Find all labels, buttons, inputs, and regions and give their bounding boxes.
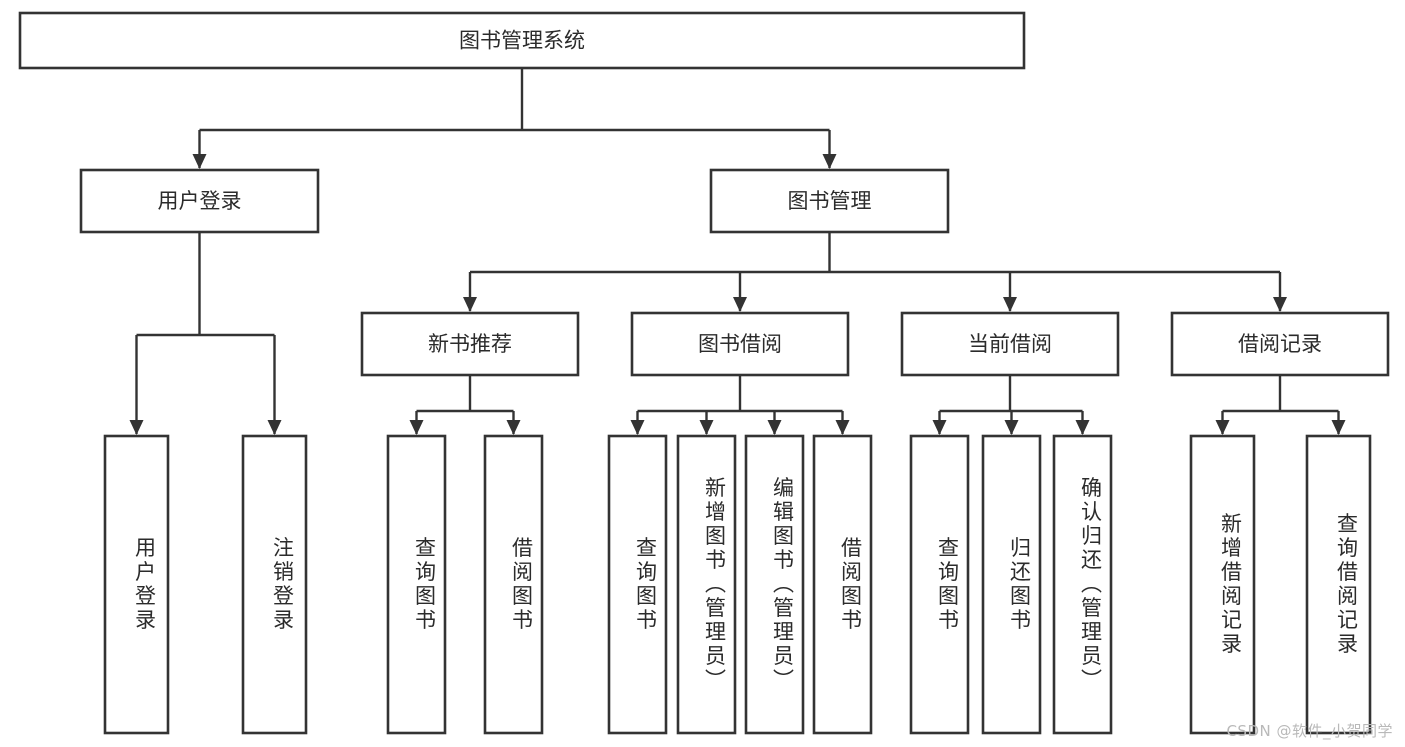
node-box[interactable]: [1189, 434, 1256, 735]
node-leaf-borrow-book-2[interactable]: 借阅图书: [812, 434, 873, 735]
node-leaf-user-login[interactable]: 用户登录: [103, 434, 170, 735]
node-label: 用户登录: [158, 189, 242, 213]
node-leaf-edit-book[interactable]: 编辑图书（管理员）: [744, 434, 805, 735]
node-label: 查询图书: [634, 537, 658, 633]
node-borrow-record[interactable]: 借阅记录: [1170, 311, 1390, 377]
node-leaf-add-record[interactable]: 新增借阅记录: [1189, 434, 1256, 735]
node-leaf-borrow-book-1[interactable]: 借阅图书: [483, 434, 544, 735]
node-box[interactable]: [909, 434, 970, 735]
node-label: 新增图书（管理员）: [703, 477, 727, 693]
arrow-head: [506, 420, 521, 435]
node-book-borrow[interactable]: 图书借阅: [630, 311, 850, 377]
node-layer: 图书管理系统用户登录图书管理新书推荐图书借阅当前借阅借阅记录用户登录注销登录查询…: [18, 11, 1390, 735]
node-book-manage[interactable]: 图书管理: [709, 168, 950, 234]
node-label: 新增借阅记录: [1219, 513, 1243, 657]
node-user-login[interactable]: 用户登录: [79, 168, 320, 234]
node-leaf-confirm-return[interactable]: 确认归还（管理员）: [1052, 434, 1113, 735]
node-box[interactable]: [744, 434, 805, 735]
arrow-head: [835, 420, 850, 435]
node-box[interactable]: [1170, 311, 1390, 377]
node-label: 借阅记录: [1238, 332, 1322, 356]
arrow-head: [409, 420, 424, 435]
arrow-head: [463, 297, 477, 312]
arrow-head: [267, 420, 282, 435]
node-leaf-add-book[interactable]: 新增图书（管理员）: [676, 434, 737, 735]
node-label: 图书管理系统: [459, 29, 585, 53]
node-box[interactable]: [1305, 434, 1372, 735]
arrow-head: [1003, 297, 1017, 312]
node-label: 当前借阅: [968, 332, 1052, 356]
node-box[interactable]: [241, 434, 308, 735]
node-current-borrow[interactable]: 当前借阅: [900, 311, 1120, 377]
node-label: 借阅图书: [510, 537, 534, 633]
node-new-book-rec[interactable]: 新书推荐: [360, 311, 580, 377]
arrow-head: [822, 154, 837, 169]
arrow-head: [1215, 420, 1230, 435]
node-leaf-query-book-1[interactable]: 查询图书: [386, 434, 447, 735]
node-box[interactable]: [103, 434, 170, 735]
node-label: 查询图书: [413, 537, 437, 633]
node-box[interactable]: [1052, 434, 1113, 735]
node-leaf-logout[interactable]: 注销登录: [241, 434, 308, 735]
node-undefined[interactable]: 图书管理系统: [18, 11, 1026, 70]
arrow-head: [1004, 420, 1019, 435]
node-box[interactable]: [676, 434, 737, 735]
arrow-head: [733, 297, 747, 312]
connector-layer: [129, 68, 1346, 435]
node-leaf-query-record[interactable]: 查询借阅记录: [1305, 434, 1372, 735]
node-box[interactable]: [79, 168, 320, 234]
node-box[interactable]: [981, 434, 1042, 735]
arrow-head: [1075, 420, 1090, 435]
node-label: 查询图书: [936, 537, 960, 633]
node-label: 用户登录: [133, 537, 157, 633]
node-label: 图书借阅: [698, 332, 782, 356]
node-label: 新书推荐: [428, 332, 512, 356]
node-box[interactable]: [18, 11, 1026, 70]
node-box[interactable]: [360, 311, 580, 377]
node-label: 注销登录: [271, 537, 295, 633]
arrow-head: [699, 420, 714, 435]
arrow-head: [192, 154, 207, 169]
arrow-head: [630, 420, 645, 435]
node-label: 归还图书: [1008, 537, 1032, 633]
node-box[interactable]: [812, 434, 873, 735]
node-label: 借阅图书: [839, 537, 863, 633]
arrow-head: [767, 420, 782, 435]
node-box[interactable]: [386, 434, 447, 735]
node-box[interactable]: [483, 434, 544, 735]
node-leaf-return-book[interactable]: 归还图书: [981, 434, 1042, 735]
arrow-head: [932, 420, 947, 435]
arrow-head: [129, 420, 144, 435]
node-leaf-query-book-2[interactable]: 查询图书: [607, 434, 668, 735]
node-box[interactable]: [607, 434, 668, 735]
arrow-head: [1273, 297, 1287, 312]
arrow-head: [1331, 420, 1346, 435]
node-label: 编辑图书（管理员）: [771, 477, 795, 693]
node-label: 确认归还（管理员）: [1079, 477, 1103, 693]
node-leaf-query-book-3[interactable]: 查询图书: [909, 434, 970, 735]
node-box[interactable]: [900, 311, 1120, 377]
node-label: 图书管理: [788, 189, 872, 213]
node-label: 查询借阅记录: [1335, 513, 1359, 657]
node-box[interactable]: [709, 168, 950, 234]
node-box[interactable]: [630, 311, 850, 377]
